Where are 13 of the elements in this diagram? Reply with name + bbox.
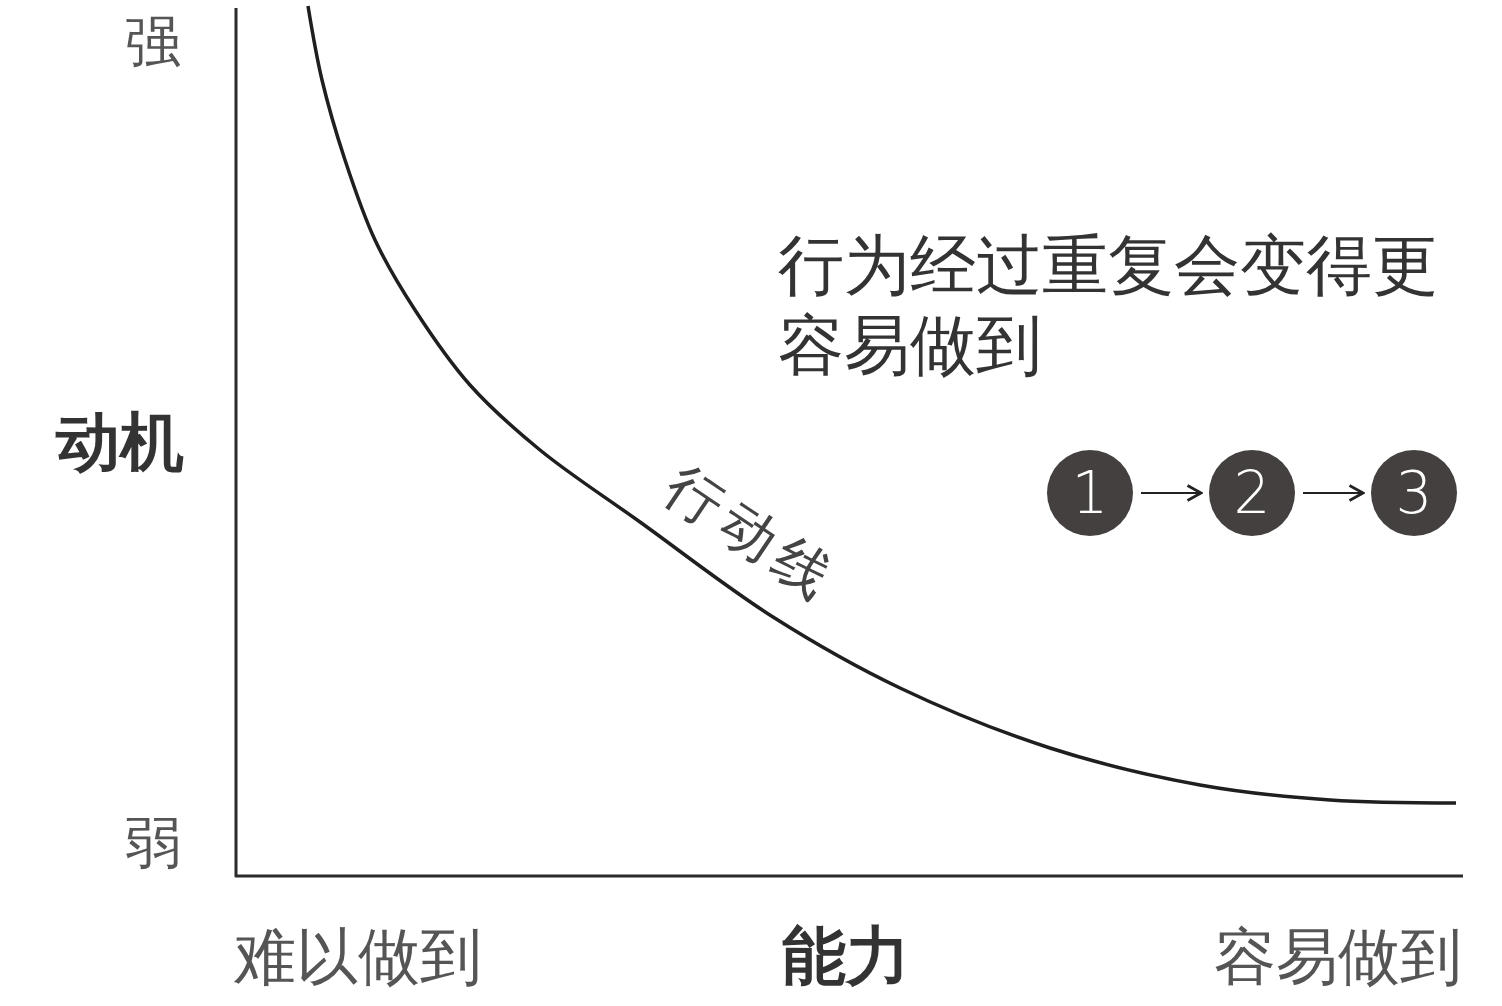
axis-end-label: 强 (125, 14, 181, 70)
step-number-circle: 3 (1371, 450, 1457, 536)
arrow (1141, 484, 1203, 502)
axis-title: 能力 (782, 924, 910, 988)
step-number-circle: 2 (1209, 450, 1295, 536)
arrow (1303, 484, 1365, 502)
axis-end-label: 难以做到 (234, 926, 482, 988)
step-number-circle: 1 (1047, 450, 1133, 536)
axis-end-label: 弱 (125, 815, 181, 871)
axis-title: 动机 (56, 410, 184, 474)
axis-end-label: 容易做到 (1214, 926, 1462, 988)
annotation-text: 行为经过重复会变得更容易做到 (778, 226, 1439, 386)
curve-label: 行动线 (653, 455, 847, 611)
